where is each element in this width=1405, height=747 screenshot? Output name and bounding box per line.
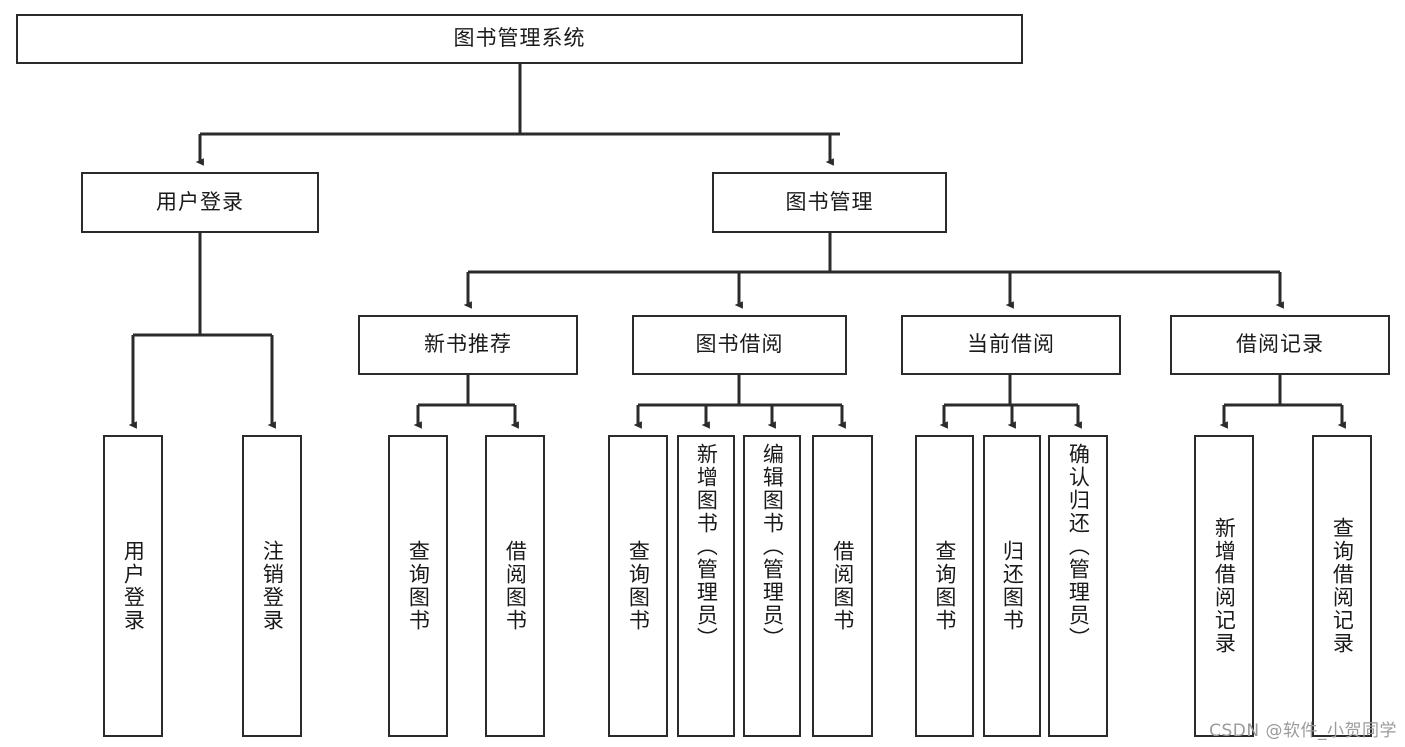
node-leaf-query-borrow-record[interactable]: 查询借阅记录 xyxy=(1312,435,1372,737)
node-current-borrow[interactable]: 当前借阅 xyxy=(901,315,1121,375)
node-label: 编辑图书（管理员） xyxy=(760,443,785,650)
node-leaf-add-borrow-record[interactable]: 新增借阅记录 xyxy=(1194,435,1254,737)
node-leaf-borrow-book-recommend[interactable]: 借阅图书 xyxy=(485,435,545,737)
node-root-system[interactable]: 图书管理系统 xyxy=(16,14,1023,64)
node-user-login[interactable]: 用户登录 xyxy=(81,172,319,233)
node-label: 图书借阅 xyxy=(695,332,784,357)
node-leaf-user-login[interactable]: 用户登录 xyxy=(103,435,163,737)
node-label: 新增借阅记录 xyxy=(1212,517,1237,655)
node-leaf-return-book[interactable]: 归还图书 xyxy=(983,435,1041,737)
node-label: 借阅图书 xyxy=(503,540,528,632)
node-leaf-logout-login[interactable]: 注销登录 xyxy=(242,435,302,737)
node-leaf-borrow-book[interactable]: 借阅图书 xyxy=(812,435,873,737)
node-label: 新增图书（管理员） xyxy=(694,443,719,650)
node-new-book-recommend[interactable]: 新书推荐 xyxy=(358,315,578,375)
node-leaf-add-book-admin[interactable]: 新增图书（管理员） xyxy=(677,435,735,737)
node-label: 注销登录 xyxy=(260,540,285,632)
node-label: 归还图书 xyxy=(1000,540,1025,632)
node-label: 借阅记录 xyxy=(1236,332,1324,357)
node-label: 新书推荐 xyxy=(424,332,512,357)
node-label: 查询借阅记录 xyxy=(1330,517,1355,655)
node-label: 查询图书 xyxy=(932,540,957,632)
node-leaf-query-book-current[interactable]: 查询图书 xyxy=(915,435,974,737)
node-leaf-query-book-recommend[interactable]: 查询图书 xyxy=(388,435,448,737)
node-label: 当前借阅 xyxy=(967,332,1055,357)
node-label: 图书管理系统 xyxy=(453,26,586,51)
node-book-management[interactable]: 图书管理 xyxy=(712,172,947,233)
node-label: 查询图书 xyxy=(626,540,651,632)
node-label: 用户登录 xyxy=(156,189,244,214)
node-borrow-records[interactable]: 借阅记录 xyxy=(1170,315,1390,375)
node-leaf-confirm-return-admin[interactable]: 确认归还（管理员） xyxy=(1048,435,1108,737)
watermark-text: CSDN @软件_小贺同学 xyxy=(1209,721,1397,741)
node-label: 查询图书 xyxy=(406,540,431,632)
node-leaf-query-book-borrow[interactable]: 查询图书 xyxy=(608,435,668,737)
node-book-borrow[interactable]: 图书借阅 xyxy=(632,315,847,375)
node-leaf-edit-book-admin[interactable]: 编辑图书（管理员） xyxy=(743,435,801,737)
node-label: 借阅图书 xyxy=(830,540,855,632)
node-label: 用户登录 xyxy=(121,540,146,632)
node-label: 确认归还（管理员） xyxy=(1066,443,1091,650)
node-label: 图书管理 xyxy=(785,189,874,214)
